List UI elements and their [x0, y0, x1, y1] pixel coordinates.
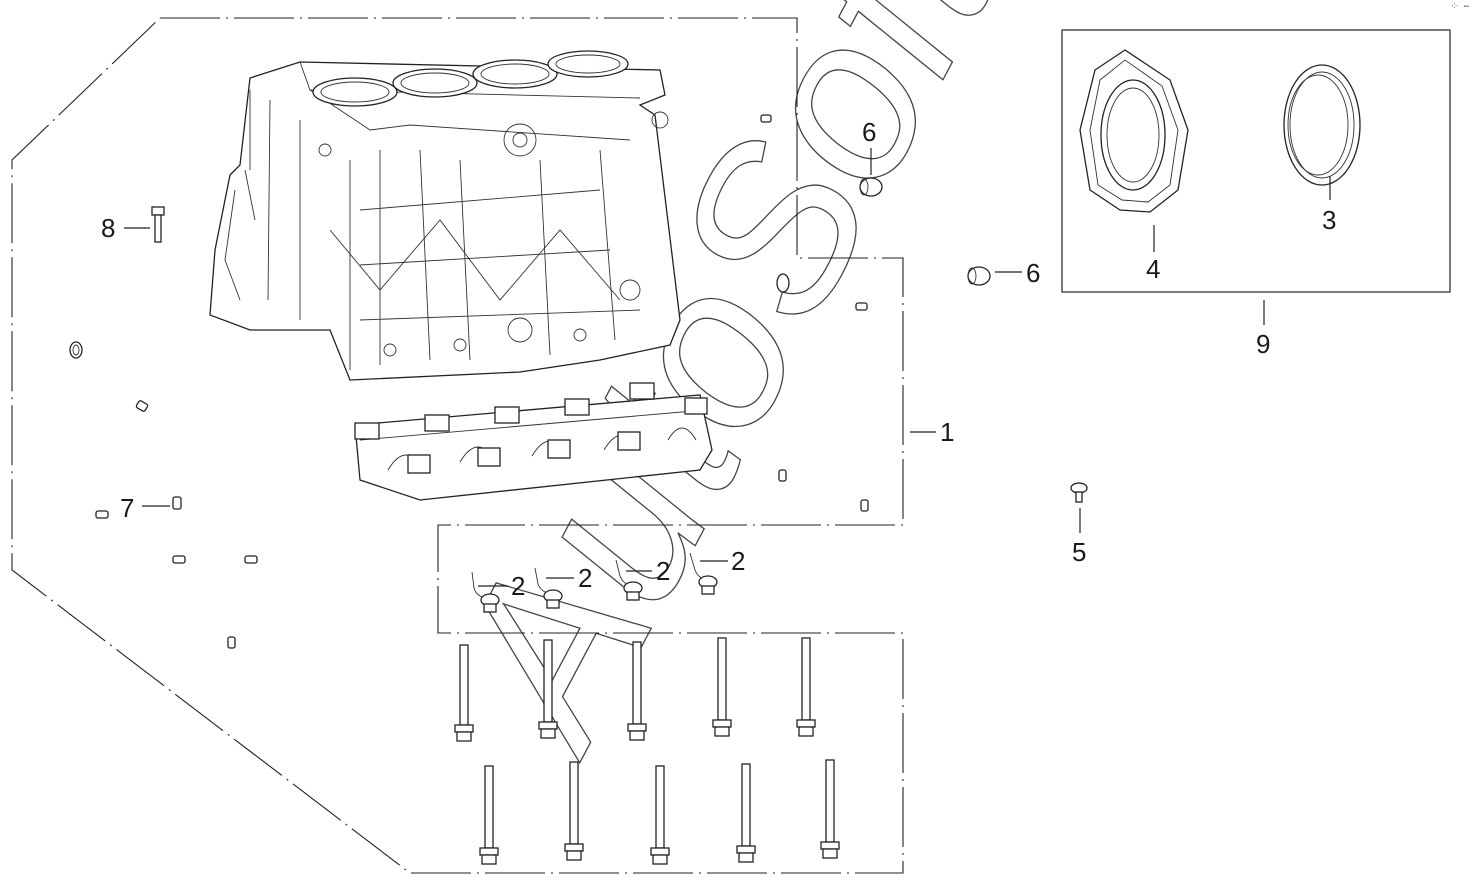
more-options-icon[interactable]: ⁘ ⋯ — [1450, 2, 1469, 12]
callout-8[interactable]: 8 — [101, 213, 115, 243]
sleeve-part-6-upper — [859, 177, 883, 197]
expansion-plug — [776, 273, 790, 293]
oil-seal-part-3 — [1283, 64, 1361, 186]
cylinder-block — [209, 50, 681, 381]
seal-housing-part-4 — [1079, 49, 1189, 213]
callout-6[interactable]: 6 — [862, 117, 876, 147]
callout-5[interactable]: 5 — [1072, 537, 1086, 567]
dowel-part-7 — [172, 496, 182, 510]
bolt-part-8 — [151, 206, 165, 243]
main-bearing-cap-ladder — [354, 382, 713, 501]
screw-part-5 — [1070, 482, 1088, 503]
callout-7[interactable]: 7 — [120, 493, 134, 523]
callout-2[interactable]: 2 — [511, 571, 525, 601]
dowel-pins — [95, 114, 869, 649]
expansion-plug — [69, 341, 83, 359]
callout-6[interactable]: 6 — [1026, 258, 1040, 288]
group-1-boundary — [11, 17, 904, 874]
callout-1[interactable]: 1 — [940, 417, 954, 447]
sleeve-part-6-right — [967, 266, 991, 286]
callout-3[interactable]: 3 — [1322, 205, 1336, 235]
group-9-frame — [1061, 29, 1451, 293]
callout-9[interactable]: 9 — [1256, 329, 1270, 359]
callout-2[interactable]: 2 — [578, 563, 592, 593]
main-bearing-bolts — [454, 637, 840, 865]
callout-2[interactable]: 2 — [731, 546, 745, 576]
callout-4[interactable]: 4 — [1146, 254, 1160, 284]
callout-2[interactable]: 2 — [656, 556, 670, 586]
piston-cooling-jets-part-2 — [471, 552, 718, 613]
